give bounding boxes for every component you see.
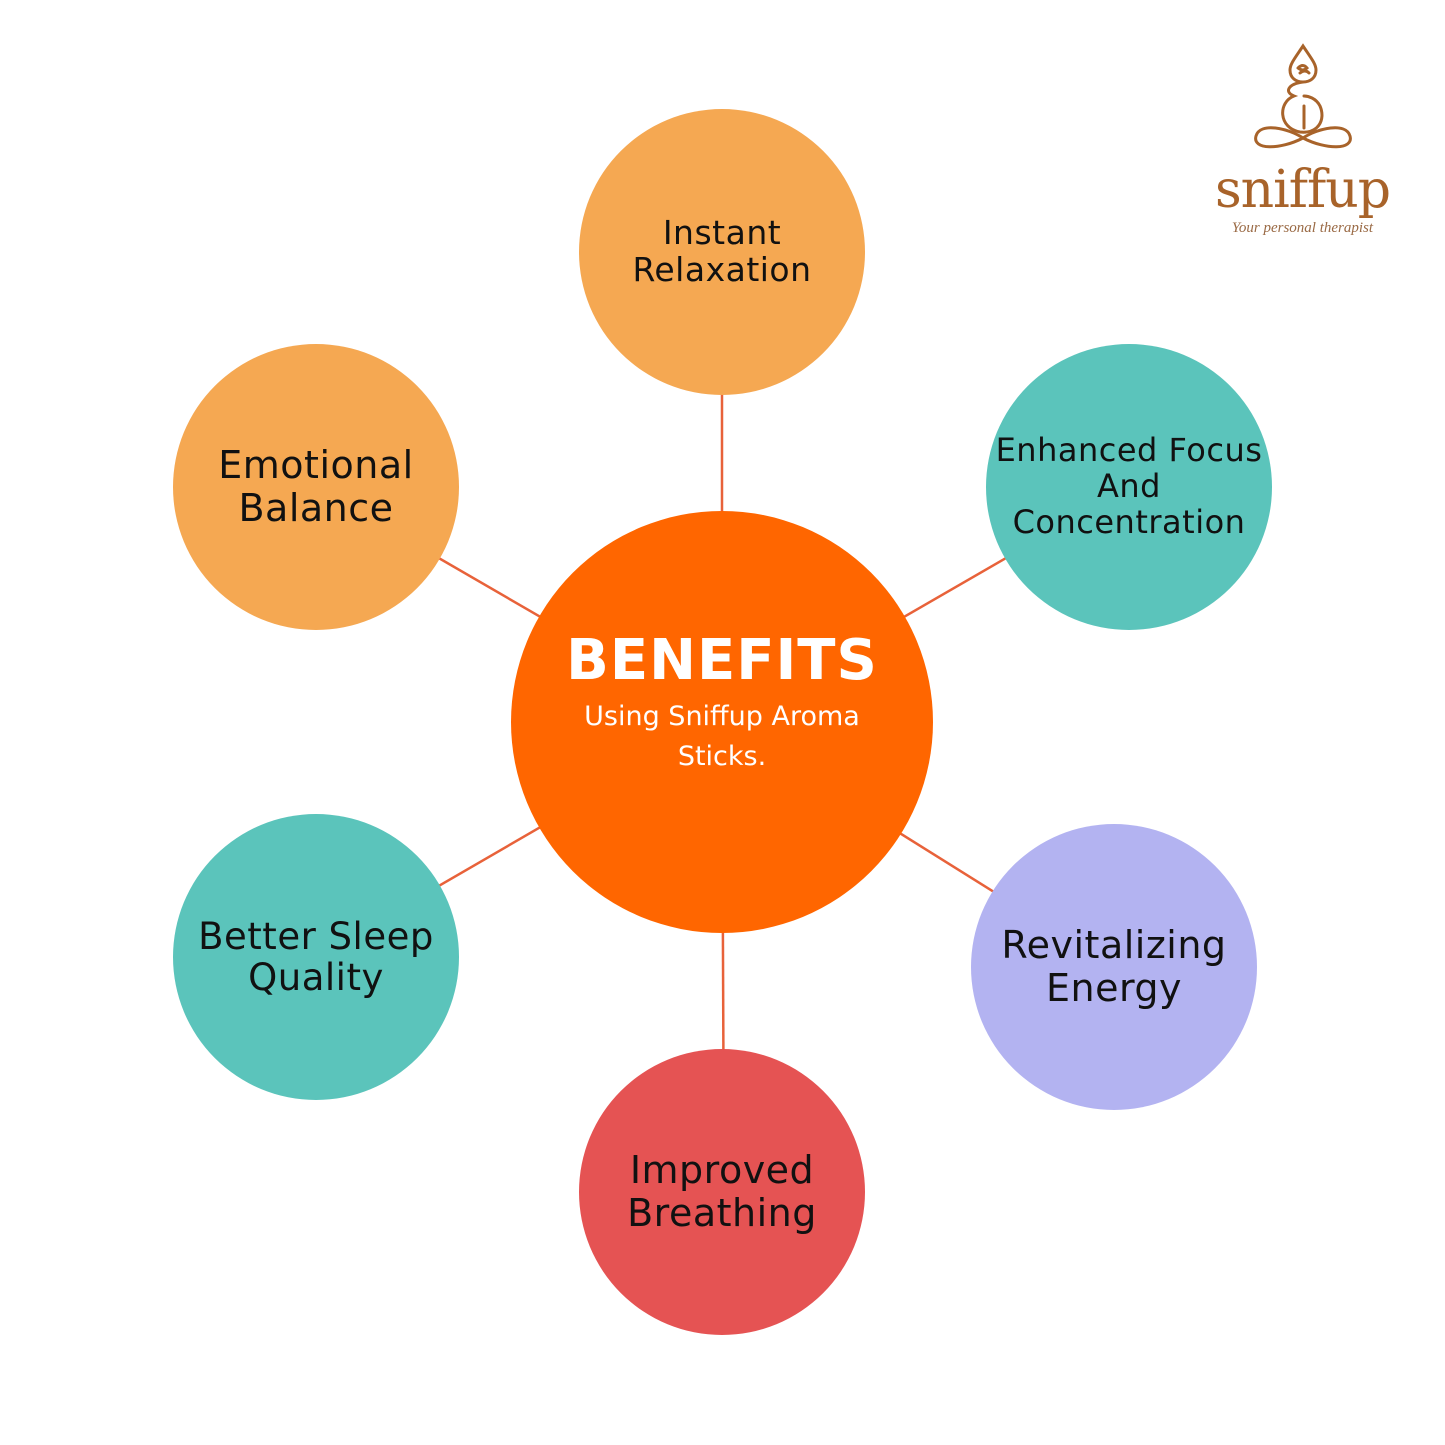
benefit-enhanced-focus: Enhanced Focus And Concentration (986, 344, 1272, 630)
benefit-label: Revitalizing Energy (1001, 923, 1227, 1010)
benefit-label: Instant Relaxation (632, 213, 812, 289)
center-title: BENEFITS (566, 628, 878, 694)
meditation-figure-icon (1253, 43, 1352, 149)
benefit-label: Improved Breathing (627, 1148, 817, 1235)
benefit-label: Better Sleep Quality (198, 914, 434, 999)
benefit-emotional-balance: Emotional Balance (173, 344, 459, 630)
sniffup-logo: sniffup Your personal therapist (1195, 40, 1410, 237)
benefit-label: Emotional Balance (218, 443, 414, 530)
logo-name: sniffup (1214, 160, 1391, 220)
benefit-label: Enhanced Focus And Concentration (995, 431, 1263, 541)
center-subtitle: Using Sniffup Aroma Sticks. (584, 701, 860, 772)
benefit-better-sleep: Better Sleep Quality (173, 814, 459, 1100)
benefit-improved-breathing: Improved Breathing (579, 1049, 865, 1335)
center-benefits-circle: BENEFITS Using Sniffup Aroma Sticks. (511, 511, 933, 933)
benefit-revitalizing-energy: Revitalizing Energy (971, 824, 1257, 1110)
benefit-instant-relaxation: Instant Relaxation (579, 109, 865, 395)
logo-tagline: Your personal therapist (1231, 220, 1374, 236)
